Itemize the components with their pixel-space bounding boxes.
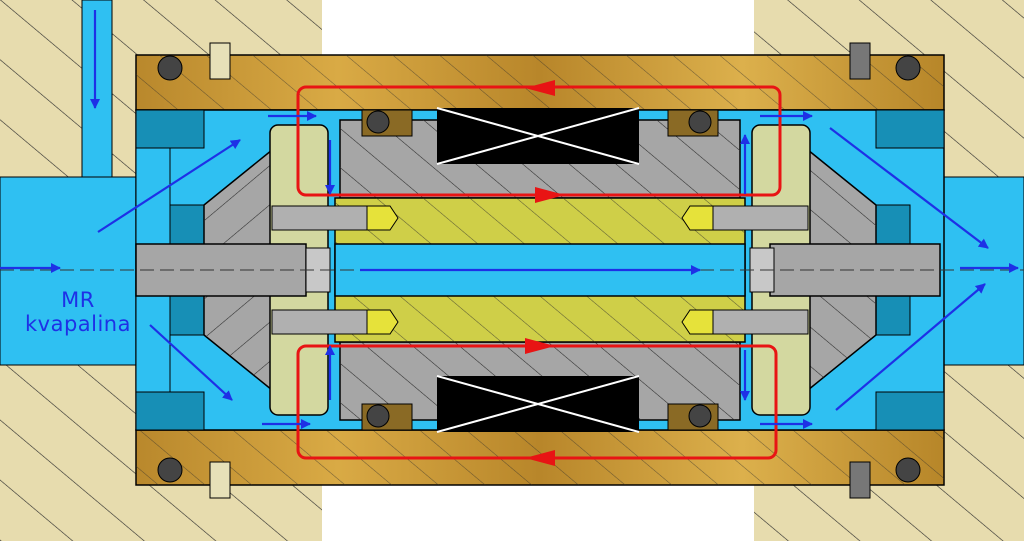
fluid-label: MR kvapalina xyxy=(18,288,138,336)
coil-bottom xyxy=(436,375,640,433)
fluid-label-line1: MR xyxy=(61,288,95,312)
coil-top xyxy=(436,107,640,165)
bolts xyxy=(271,205,809,335)
brass-outer-tube xyxy=(135,54,945,486)
fluid-label-line2: kvapalina xyxy=(24,312,131,336)
o-rings xyxy=(157,42,921,499)
magnetic-flux-path xyxy=(296,80,782,466)
flow-arrows xyxy=(0,10,1019,429)
